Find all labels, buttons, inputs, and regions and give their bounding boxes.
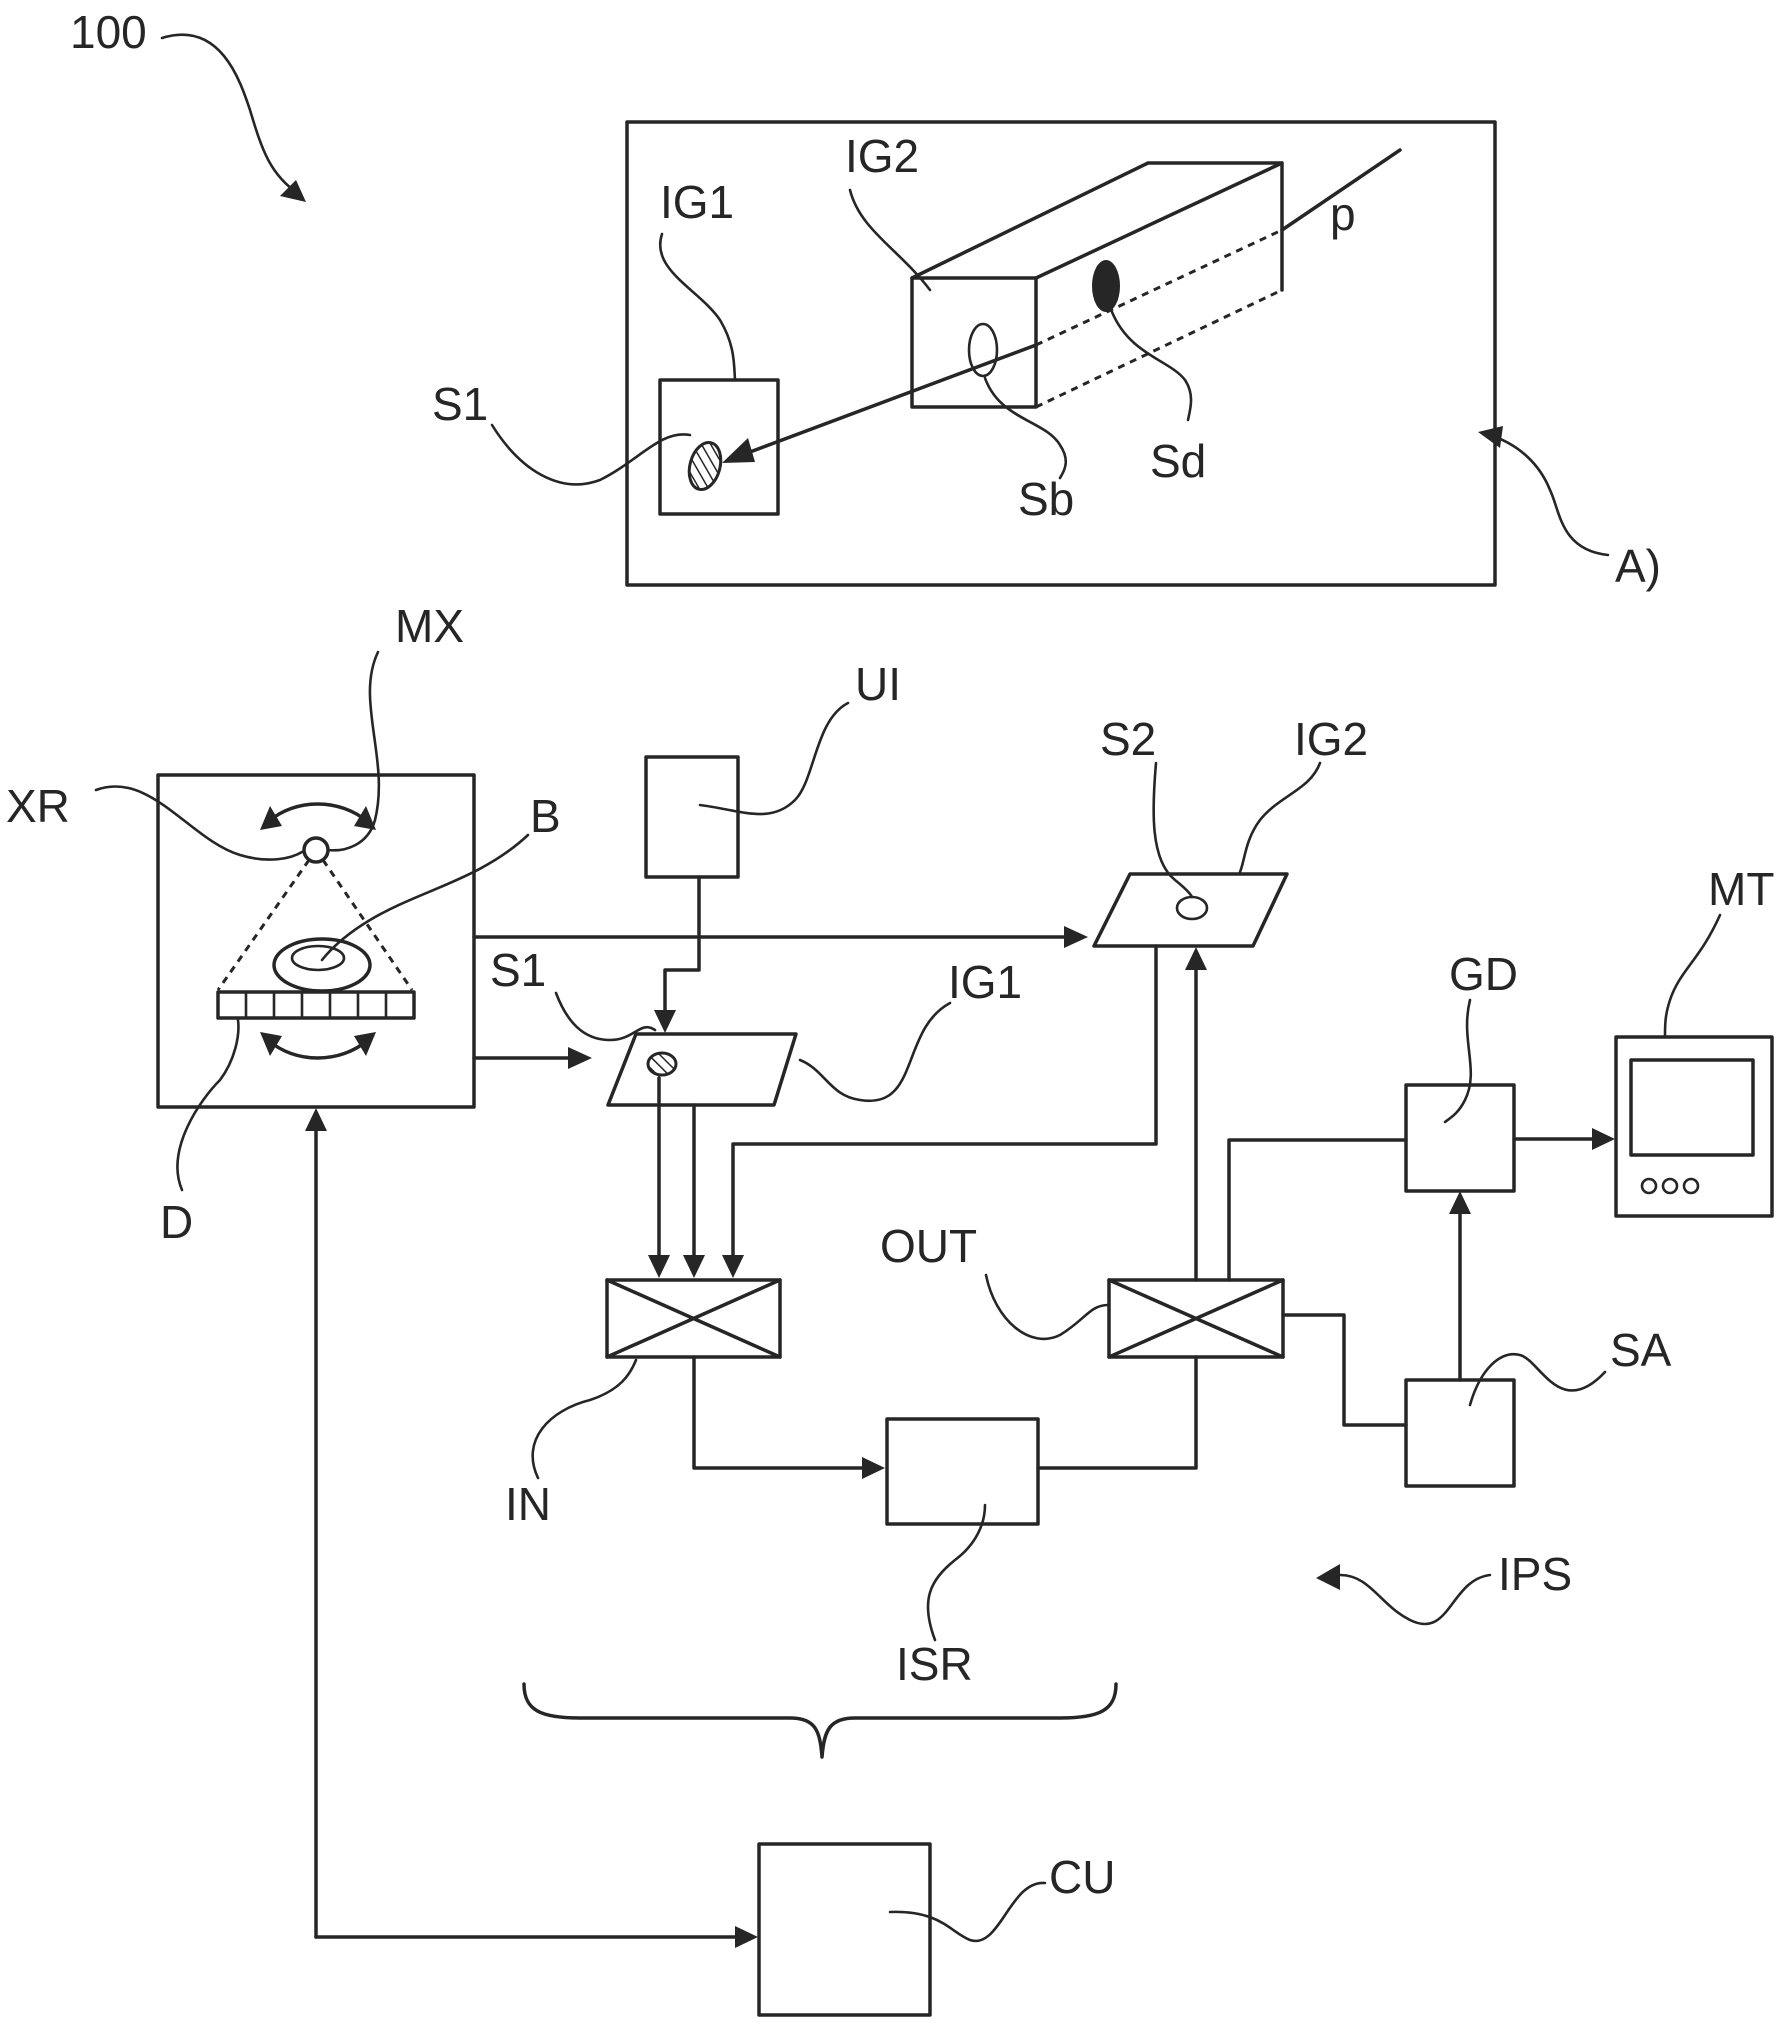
cu-box [759, 1844, 930, 2015]
s2-label: S2 [1100, 713, 1156, 765]
in-label: IN [505, 1478, 551, 1530]
imager-to-ig1-arrowhead [568, 1047, 592, 1069]
mt-monitor-box [1616, 1037, 1772, 1216]
xr-label: XR [6, 780, 70, 832]
ig2-label: IG2 [1294, 713, 1368, 765]
ig1-to-in-arrowhead-1 [648, 1255, 670, 1278]
inset-sb-leader [985, 378, 1066, 478]
ui-to-ig1-line [665, 877, 699, 1010]
detector-rotation-arrow [268, 1040, 368, 1058]
inset-ig2-leader [850, 190, 930, 290]
in-block [607, 1280, 780, 1357]
s1-label: S1 [490, 944, 546, 996]
detector-rotation-arrowhead-right [354, 1032, 376, 1056]
sa-box [1406, 1380, 1514, 1486]
cu-to-imager-arrowhead [305, 1108, 327, 1131]
in-to-isr-arrowhead [862, 1457, 885, 1479]
mt-monitor-button-3 [1684, 1179, 1698, 1193]
xray-cone-left [218, 860, 309, 990]
in-to-isr-line [694, 1357, 862, 1468]
mt-monitor-button-1 [1642, 1179, 1656, 1193]
inset-s1-hatched-ellipse [684, 439, 725, 493]
inset-ig2-top-face [912, 163, 1282, 278]
cu-leader [890, 1883, 1045, 1941]
in-leader [533, 1360, 636, 1478]
source-rotation-arrow [268, 804, 368, 822]
gd-to-mt-arrowhead [1592, 1128, 1615, 1150]
isr-label: ISR [896, 1638, 973, 1690]
out-label: OUT [880, 1220, 977, 1272]
ig1-label: IG1 [948, 956, 1022, 1008]
b-label: B [530, 790, 561, 842]
inset-s1-label: S1 [432, 378, 488, 430]
imager-to-cu-arrowhead [735, 1926, 758, 1948]
sa-to-gd-arrowhead [1449, 1191, 1471, 1214]
b-object-inner [292, 946, 344, 970]
mt-leader [1665, 915, 1720, 1036]
inset-ig1-label: IG1 [660, 176, 734, 228]
out-to-gd-line [1229, 1140, 1406, 1280]
inset-ig2-label: IG2 [845, 130, 919, 182]
detector-rotation-arrowhead-left [260, 1032, 282, 1056]
gd-box [1406, 1085, 1514, 1191]
inset-projection-hidden-line [1036, 230, 1282, 345]
ig1-image-plane [608, 1034, 796, 1105]
xr-source-circle [304, 838, 328, 862]
detector-cells [246, 992, 386, 1018]
imager-to-ig2-arrowhead [1064, 926, 1088, 948]
inset-projection-arrowhead [722, 438, 755, 463]
ui-box [646, 757, 738, 877]
inset-ig2-hidden-edge-bottom [1036, 290, 1282, 407]
inset-tag-label: A) [1615, 540, 1661, 592]
inset-p-label: p [1330, 188, 1356, 240]
d-leader [177, 1020, 238, 1190]
d-label: D [160, 1196, 193, 1248]
mx-label: MX [395, 600, 464, 652]
b-leader [322, 835, 528, 960]
detector-d [218, 992, 414, 1018]
ips-label: IPS [1498, 1548, 1572, 1600]
ips-leader [1340, 1575, 1490, 1624]
inset-sd-label: Sd [1150, 435, 1206, 487]
isr-box [887, 1419, 1038, 1524]
ig2-to-in-line [733, 946, 1156, 1255]
figure-number-label: 100 [70, 6, 147, 58]
out-leader [986, 1275, 1108, 1339]
ig1-leader [800, 1003, 950, 1101]
inset-sd-filled-ellipse [1092, 260, 1120, 312]
mt-monitor-button-2 [1663, 1179, 1677, 1193]
cu-label: CU [1049, 1851, 1115, 1903]
ui-label: UI [855, 658, 901, 710]
ig2-leader [1240, 763, 1320, 872]
sa-label: SA [1610, 1324, 1672, 1376]
mt-label: MT [1708, 863, 1774, 915]
ips-brace [524, 1684, 1116, 1757]
figure-number-leader [162, 35, 300, 195]
out-to-ig2-arrowhead [1185, 947, 1207, 970]
ig1-s1-hatched-ellipse [648, 1053, 676, 1075]
inset-tag-arrowhead [1478, 426, 1503, 448]
ig2-image-plane [1094, 874, 1287, 946]
ui-to-ig1-arrowhead [654, 1010, 676, 1033]
ig2-s2-ellipse [1177, 897, 1207, 919]
inset-ig2-front-face [912, 278, 1036, 407]
ips-arrowhead [1316, 1564, 1340, 1590]
inset-projection-ray [734, 150, 1400, 458]
isr-to-out-line [1038, 1357, 1196, 1468]
out-block [1109, 1280, 1283, 1357]
source-rotation-arrowhead-left [260, 806, 282, 830]
s2-leader [1154, 763, 1192, 897]
mt-monitor-screen [1631, 1060, 1753, 1155]
gd-label: GD [1449, 948, 1518, 1000]
out-to-sa-line [1283, 1315, 1406, 1425]
ig2-to-in-arrowhead [722, 1255, 744, 1278]
inset-tag-leader [1490, 435, 1608, 555]
inset-sb-label: Sb [1018, 473, 1074, 525]
ig1-to-in-arrowhead-2 [683, 1255, 705, 1278]
gd-leader [1445, 1000, 1471, 1122]
inset-ig1-leader [660, 234, 735, 380]
